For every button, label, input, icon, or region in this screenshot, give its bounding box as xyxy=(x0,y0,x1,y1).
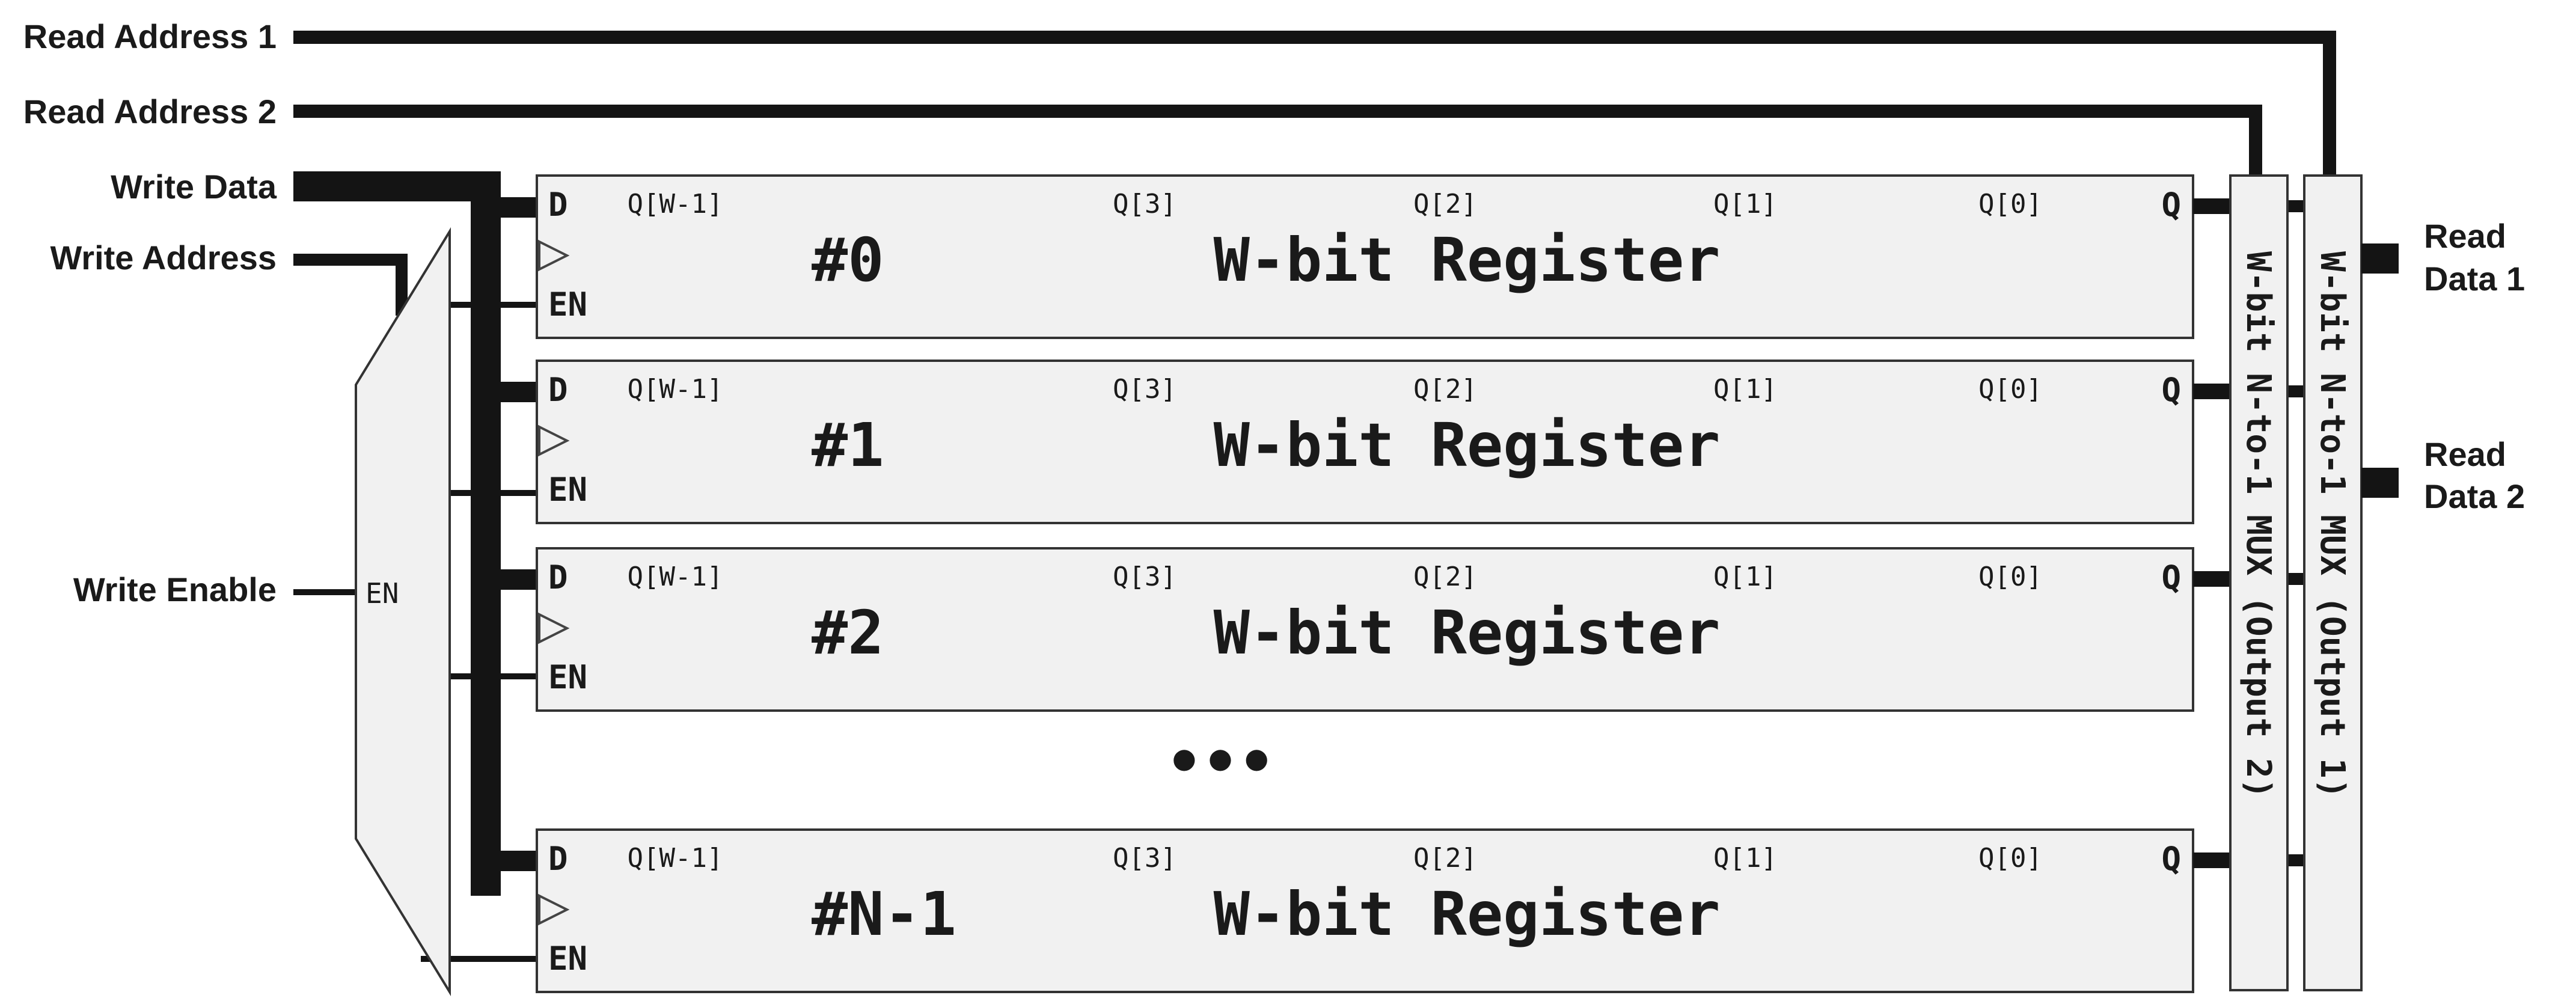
register-bit-label: Q[W-1] xyxy=(628,562,723,592)
read-data-2-output: Read Data 2 xyxy=(2361,435,2525,515)
svg-text:Read: Read xyxy=(2424,435,2506,473)
register-en-pin: EN xyxy=(548,471,587,509)
register-bit-label: Q[3] xyxy=(1113,374,1176,405)
register-bit-label: Q[1] xyxy=(1713,189,1777,219)
svg-text:Data 1: Data 1 xyxy=(2424,260,2525,298)
register-box xyxy=(536,174,2194,339)
q-output-wires xyxy=(2193,198,2304,868)
clock-triangle-icon xyxy=(538,893,570,926)
register-q-pin: Q xyxy=(2161,559,2181,596)
decoder-en-label: EN xyxy=(366,577,399,610)
register-q-pin: Q xyxy=(2161,840,2181,878)
register-d-pin: D xyxy=(548,840,568,878)
write-address-label: Write Address xyxy=(50,239,277,277)
read-data-2-label-line1: Read xyxy=(2424,435,2506,473)
register-d-pin: D xyxy=(548,186,568,224)
read-data-2-label-line2: Data 2 xyxy=(2424,477,2525,515)
register-box xyxy=(536,360,2194,524)
register-1: D EN Q Q[W-1] Q[3] Q[2] Q[1] Q[0] #1 W-bit Regist… xyxy=(536,360,2194,524)
register-en-pin: EN xyxy=(548,658,587,696)
register-bit-label: Q[3] xyxy=(1113,189,1176,219)
register-bit-label: Q[0] xyxy=(1978,562,2042,592)
register-bit-label: Q[2] xyxy=(1413,374,1477,405)
register-bit-label: Q[2] xyxy=(1413,843,1477,874)
read-data-1-output: Read Data 1 xyxy=(2361,217,2525,298)
read-address-1-wire xyxy=(293,31,2336,177)
register-bit-label: Q[0] xyxy=(1978,189,2042,219)
mux-output-1: W-bit N-to-1 MUX (Output 1) xyxy=(2303,174,2363,991)
svg-text:Data 2: Data 2 xyxy=(2424,477,2525,515)
register-3: D EN Q Q[W-1] Q[3] Q[2] Q[1] Q[0] #N-1 W-bit Regi… xyxy=(536,828,2194,993)
register-bit-label: Q[W-1] xyxy=(628,374,723,405)
ellipsis: ••• xyxy=(1166,727,1275,797)
clock-triangle-icon xyxy=(538,239,570,272)
read-address-1-label: Read Address 1 xyxy=(23,17,277,55)
register-bit-label: Q[1] xyxy=(1713,843,1777,874)
write-data-label: Write Data xyxy=(111,168,277,206)
write-enable-label: Write Enable xyxy=(73,571,277,608)
register-bit-label: Q[3] xyxy=(1113,562,1176,592)
register-bit-label: Q[1] xyxy=(1713,562,1777,592)
clock-triangle-icon xyxy=(538,424,570,457)
register-bit-label: Q[W-1] xyxy=(628,843,723,874)
register-index: #N-1 xyxy=(812,879,956,949)
register-en-pin: EN xyxy=(548,286,587,323)
read-address-2-label: Read Address 2 xyxy=(23,93,277,130)
register-index: #0 xyxy=(812,225,884,295)
register-bit-label: Q[0] xyxy=(1978,843,2042,874)
register-2: D EN Q Q[W-1] Q[3] Q[2] Q[1] Q[0] #2 W-bit Regist… xyxy=(536,547,2194,712)
register-bit-label: Q[W-1] xyxy=(628,189,723,219)
register-index: #1 xyxy=(812,410,884,480)
read-data-1-label-line2: Data 1 xyxy=(2424,260,2525,298)
register-q-pin: Q xyxy=(2161,186,2181,224)
register-en-pin: EN xyxy=(548,940,587,978)
register-d-pin: D xyxy=(548,371,568,409)
register-box xyxy=(536,547,2194,712)
register-index: #2 xyxy=(812,598,884,668)
register-title: W-bit Register xyxy=(1214,410,1721,480)
register-q-pin: Q xyxy=(2161,371,2181,409)
mux-output-2-label: W-bit N-to-1 MUX (Output 2) xyxy=(2239,251,2278,798)
register-bit-label: Q[1] xyxy=(1713,374,1777,405)
mux-output-2: W-bit N-to-1 MUX (Output 2) xyxy=(2229,174,2289,991)
clock-triangle-icon xyxy=(538,612,570,644)
register-title: W-bit Register xyxy=(1214,598,1721,668)
register-bit-label: Q[2] xyxy=(1413,562,1477,592)
register-title: W-bit Register xyxy=(1214,879,1721,949)
register-box xyxy=(536,828,2194,993)
register-d-pin: D xyxy=(548,559,568,596)
register-title: W-bit Register xyxy=(1214,225,1721,295)
mux-output-1-label: W-bit N-to-1 MUX (Output 1) xyxy=(2313,251,2352,798)
svg-text:Read: Read xyxy=(2424,217,2506,255)
read-address-2-wire xyxy=(293,105,2262,177)
write-decoder: EN xyxy=(355,227,451,997)
register-bit-label: Q[2] xyxy=(1413,189,1477,219)
write-address-wire xyxy=(293,254,408,316)
register-0: D EN Q Q[W-1] Q[3] Q[2] Q[1] Q[0] #0 W-bit Regist… xyxy=(536,174,2194,339)
register-bit-label: Q[3] xyxy=(1113,843,1176,874)
read-data-1-label-line1: Read xyxy=(2424,217,2506,255)
register-bit-label: Q[0] xyxy=(1978,374,2042,405)
